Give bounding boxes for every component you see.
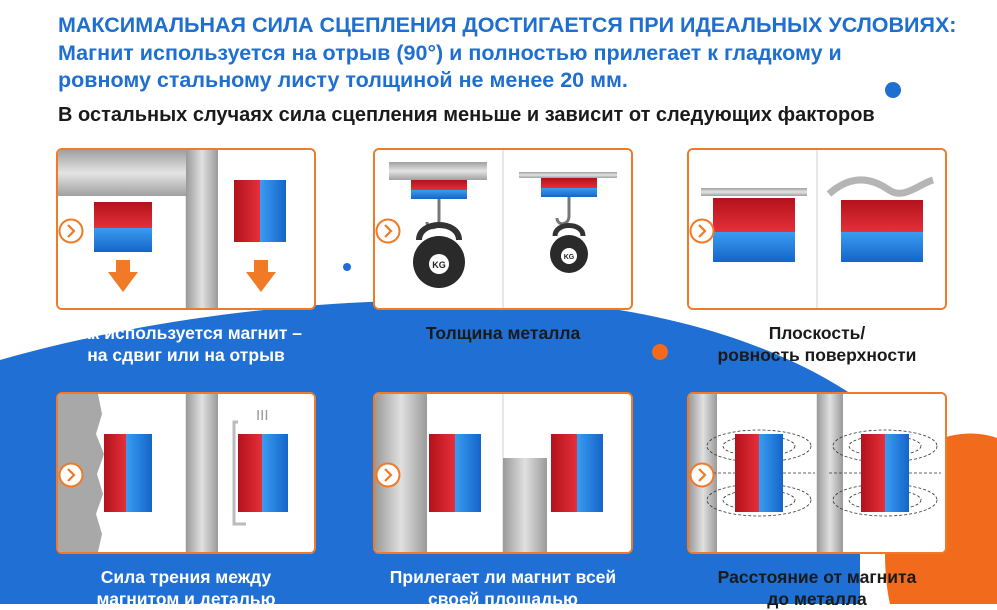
caption-contact-area: Прилегает ли магнит всей своей площадью [353, 566, 653, 610]
hook-icon [555, 197, 571, 226]
down-arrow-icon [108, 260, 138, 292]
caption-line-1: Прилегает ли магнит всей [389, 567, 617, 587]
metal-thickness-illustration: KG KG [375, 150, 631, 308]
caption-line-1: Плоскость/ [768, 323, 866, 343]
card-contact-area [373, 392, 633, 554]
down-arrow-icon [246, 260, 276, 292]
subtitle: В остальных случаях сила сцепления меньш… [58, 104, 875, 126]
gap-marks: III [256, 407, 269, 424]
orange-dot [652, 344, 668, 360]
kettlebell-label: KG [564, 254, 575, 261]
chevron-right-circle-icon [58, 218, 84, 244]
steel-plate-vertical [186, 150, 218, 308]
caption-line-2: своей площадью [428, 589, 578, 609]
headline-line-1: МАКСИМАЛЬНАЯ СИЛА СЦЕПЛЕНИЯ ДОСТИГАЕТСЯ … [58, 13, 957, 37]
partial-steel-block [503, 458, 547, 552]
caption-shear-vs-pull: Как используется магнит – на сдвиг или н… [36, 322, 336, 366]
caption-line-1: Сила трения между [100, 567, 272, 587]
steel-plate-top [58, 150, 198, 196]
magnet-red-pole [94, 202, 152, 228]
card-shear-vs-pull [56, 148, 316, 310]
flat-steel-plate [701, 188, 807, 196]
wavy-steel-plate [826, 176, 935, 197]
caption-line-2: магнитом и деталью [96, 589, 276, 609]
card-metal-thickness: KG KG [373, 148, 633, 310]
caption-line-1: Расстояние от магнита [717, 567, 917, 587]
caption-line-1: Как используется магнит – [69, 323, 303, 343]
chevron-right-circle-icon [689, 462, 715, 488]
kettlebell-icon: KG [413, 222, 465, 288]
caption-distance: Расстояние от магнита до металла [667, 566, 967, 610]
kettlebell-icon: KG [550, 223, 588, 273]
chevron-right-circle-icon [689, 218, 715, 244]
surface-flatness-illustration [689, 150, 945, 308]
caption-line-2: на сдвиг или на отрыв [87, 345, 285, 365]
caption-line-2: до металла [767, 589, 867, 609]
caption-friction: Сила трения между магнитом и деталью [36, 566, 336, 610]
caption-surface-flatness: Плоскость/ ровность поверхности [667, 322, 967, 366]
smooth-steel-surface [186, 394, 218, 552]
kettlebell-label: KG [432, 260, 446, 270]
headline-line-3: ровному стальному листу толщиной не мене… [58, 68, 628, 92]
magnet-blue-pole [94, 228, 152, 252]
thin-steel-plate [519, 172, 617, 178]
blue-dot-small [343, 263, 351, 271]
blue-dot [885, 82, 901, 98]
chevron-right-circle-icon [375, 462, 401, 488]
shear-vs-pull-illustration [58, 150, 314, 308]
caption-line-1: Толщина металла [425, 323, 581, 343]
distance-illustration [689, 394, 945, 552]
card-surface-flatness [687, 148, 947, 310]
card-distance [687, 392, 947, 554]
caption-line-2: ровность поверхности [717, 345, 917, 365]
caption-metal-thickness: Толщина металла [353, 322, 653, 344]
headline-line-2: Магнит используется на отрыв (90°) и пол… [58, 41, 842, 65]
card-friction: III [56, 392, 316, 554]
thick-steel-plate [389, 162, 487, 180]
contact-area-illustration [375, 394, 631, 552]
chevron-right-circle-icon [58, 462, 84, 488]
chevron-right-circle-icon [375, 218, 401, 244]
friction-illustration: III [58, 394, 314, 552]
